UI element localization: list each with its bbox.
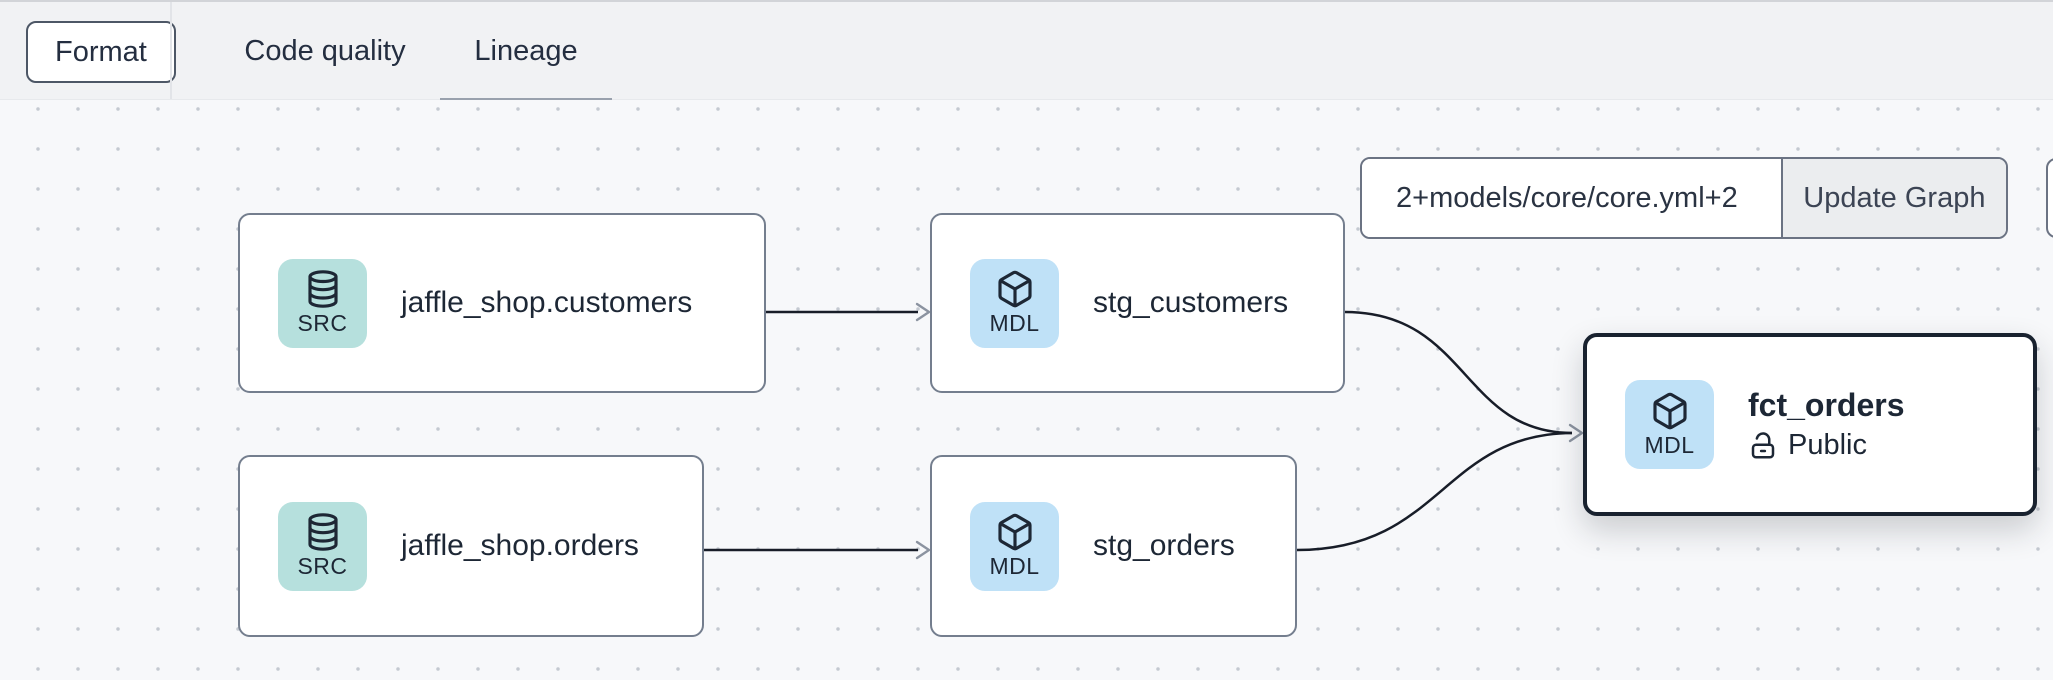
node-label: fct_orders: [1748, 387, 1905, 423]
node-label: stg_customers: [1093, 286, 1289, 319]
source-badge: SRC: [278, 501, 367, 591]
database-icon: [307, 513, 338, 551]
lineage-canvas[interactable]: SRC jaffle_shop.customers MDL stg_custom…: [0, 100, 2053, 680]
node-stg-orders[interactable]: MDL stg_orders: [930, 455, 1297, 637]
badge-label: MDL: [1644, 431, 1695, 458]
access-row: Public: [1748, 429, 1905, 462]
cube-icon: [997, 513, 1032, 551]
model-badge: MDL: [970, 501, 1059, 591]
unlock-icon: [1751, 431, 1775, 458]
node-label: jaffle_shop.orders: [401, 529, 639, 562]
tab-code-quality[interactable]: Code quality: [208, 2, 442, 101]
graph-selector-bar: Update Graph: [1360, 157, 2008, 239]
edge-stgcustomers-to-fct: [1344, 310, 1573, 435]
database-icon: [307, 270, 338, 308]
tab-lineage-label: Lineage: [474, 35, 578, 67]
format-button[interactable]: Format: [26, 21, 176, 83]
arrowhead-icon: [915, 302, 931, 322]
arrowhead-icon: [1568, 423, 1584, 443]
selector-input[interactable]: [1362, 159, 1781, 237]
badge-label: SRC: [297, 553, 348, 579]
source-badge: SRC: [278, 258, 367, 348]
node-jaffle-shop-orders[interactable]: SRC jaffle_shop.orders: [238, 455, 704, 637]
cube-icon: [997, 270, 1032, 308]
edge-stgorders-to-fct: [1296, 431, 1573, 552]
node-fct-orders[interactable]: MDL fct_orders Public: [1583, 333, 2037, 516]
model-badge: MDL: [970, 258, 1059, 348]
badge-label: MDL: [989, 310, 1040, 336]
node-jaffle-shop-customers[interactable]: SRC jaffle_shop.customers: [238, 213, 766, 393]
node-label: jaffle_shop.customers: [401, 286, 693, 319]
node-text-block: fct_orders Public: [1748, 387, 1905, 462]
badge-label: MDL: [989, 553, 1040, 579]
arrowhead-icon: [915, 540, 931, 560]
tab-lineage[interactable]: Lineage: [440, 2, 612, 103]
tab-code-quality-label: Code quality: [244, 35, 406, 67]
node-stg-customers[interactable]: MDL stg_customers: [930, 213, 1345, 393]
access-label: Public: [1788, 429, 1867, 461]
model-badge: MDL: [1625, 380, 1714, 469]
lineage-edges: [704, 302, 1584, 560]
clipped-edge-button[interactable]: [2046, 158, 2053, 238]
update-graph-button[interactable]: Update Graph: [1780, 159, 2006, 237]
toolbar: Format Code quality Lineage: [0, 0, 2053, 103]
node-label: stg_orders: [1093, 529, 1235, 562]
toolbar-divider: [170, 2, 172, 99]
badge-label: SRC: [297, 310, 348, 336]
cube-icon: [1652, 392, 1687, 429]
